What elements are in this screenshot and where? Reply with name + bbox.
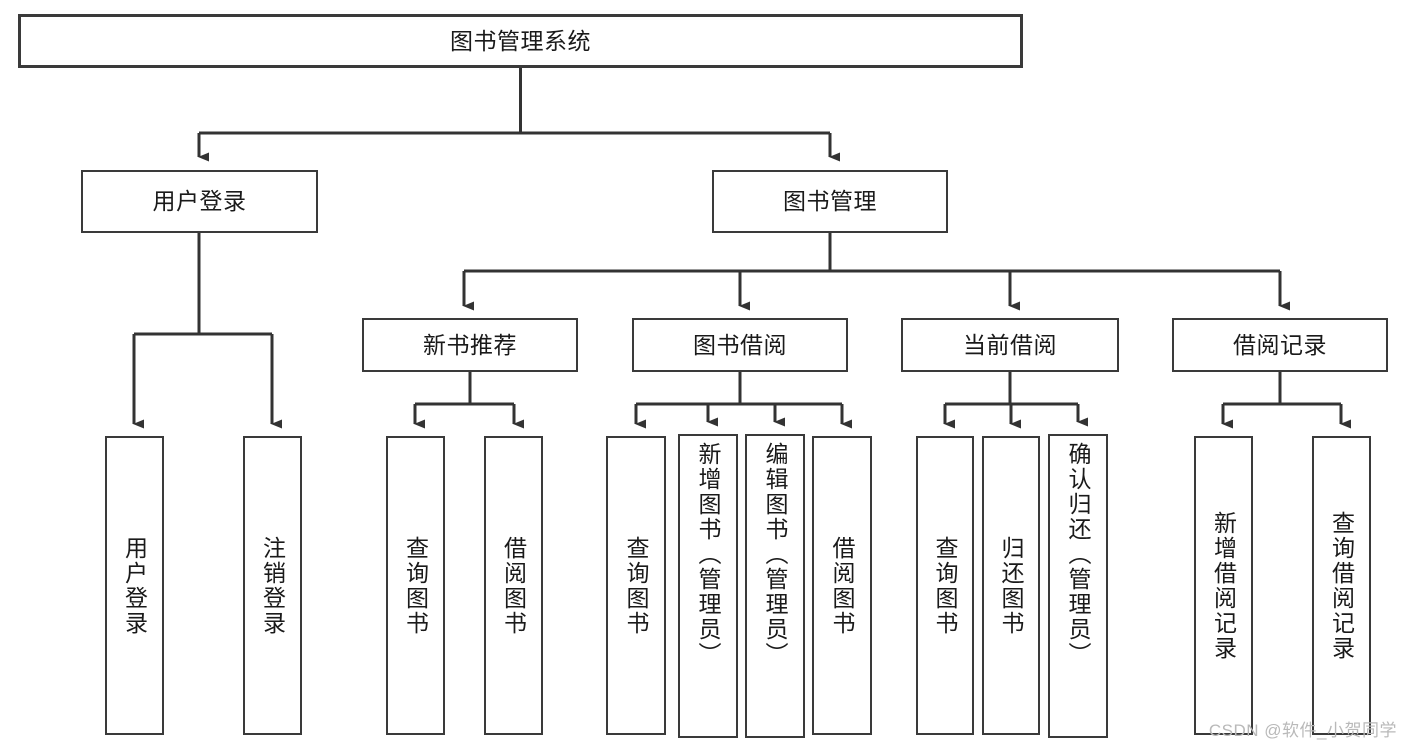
leaf-borrow-book-1[interactable]: 借阅图书 [484, 436, 543, 735]
leaf-query-book-1[interactable]: 查询图书 [386, 436, 445, 735]
node-user-login[interactable]: 用户登录 [81, 170, 318, 233]
node-book-management-label: 图书管理 [783, 188, 877, 215]
node-book-borrow[interactable]: 图书借阅 [632, 318, 848, 372]
leaf-confirm-return-admin-label: 确认归还（管理员） [1065, 442, 1092, 667]
leaf-query-book-3[interactable]: 查询图书 [916, 436, 974, 735]
node-new-book-recommend-label: 新书推荐 [423, 331, 517, 358]
node-book-borrow-label: 图书借阅 [693, 331, 787, 358]
leaf-return-book-label: 归还图书 [998, 535, 1025, 636]
leaf-user-login[interactable]: 用户登录 [105, 436, 164, 735]
leaf-borrow-book-2[interactable]: 借阅图书 [812, 436, 872, 735]
node-current-borrow[interactable]: 当前借阅 [901, 318, 1119, 372]
leaf-confirm-return-admin[interactable]: 确认归还（管理员） [1048, 434, 1108, 738]
node-root[interactable]: 图书管理系统 [18, 14, 1023, 68]
node-borrow-record-label: 借阅记录 [1233, 331, 1327, 358]
leaf-edit-book-admin[interactable]: 编辑图书（管理员） [745, 434, 805, 738]
leaf-borrow-book-2-label: 借阅图书 [829, 535, 856, 636]
leaf-add-borrow-record[interactable]: 新增借阅记录 [1194, 436, 1253, 735]
leaf-add-book-admin-label: 新增图书（管理员） [695, 442, 722, 667]
node-current-borrow-label: 当前借阅 [963, 331, 1057, 358]
leaf-query-book-1-label: 查询图书 [402, 535, 429, 636]
leaf-query-book-2[interactable]: 查询图书 [606, 436, 666, 735]
leaf-logout-login[interactable]: 注销登录 [243, 436, 302, 735]
leaf-logout-login-label: 注销登录 [259, 535, 286, 636]
leaf-borrow-book-1-label: 借阅图书 [500, 535, 527, 636]
node-borrow-record[interactable]: 借阅记录 [1172, 318, 1388, 372]
leaf-user-login-label: 用户登录 [121, 535, 148, 636]
leaf-query-book-3-label: 查询图书 [932, 535, 959, 636]
leaf-add-borrow-record-label: 新增借阅记录 [1210, 510, 1237, 661]
node-book-management[interactable]: 图书管理 [712, 170, 948, 233]
node-root-label: 图书管理系统 [450, 27, 591, 54]
leaf-add-book-admin[interactable]: 新增图书（管理员） [678, 434, 738, 738]
leaf-return-book[interactable]: 归还图书 [982, 436, 1040, 735]
leaf-query-book-2-label: 查询图书 [623, 535, 650, 636]
node-user-login-label: 用户登录 [152, 188, 247, 215]
leaf-query-borrow-record[interactable]: 查询借阅记录 [1312, 436, 1371, 735]
leaf-edit-book-admin-label: 编辑图书（管理员） [762, 442, 789, 667]
node-new-book-recommend[interactable]: 新书推荐 [362, 318, 578, 372]
leaf-query-borrow-record-label: 查询借阅记录 [1328, 510, 1355, 661]
